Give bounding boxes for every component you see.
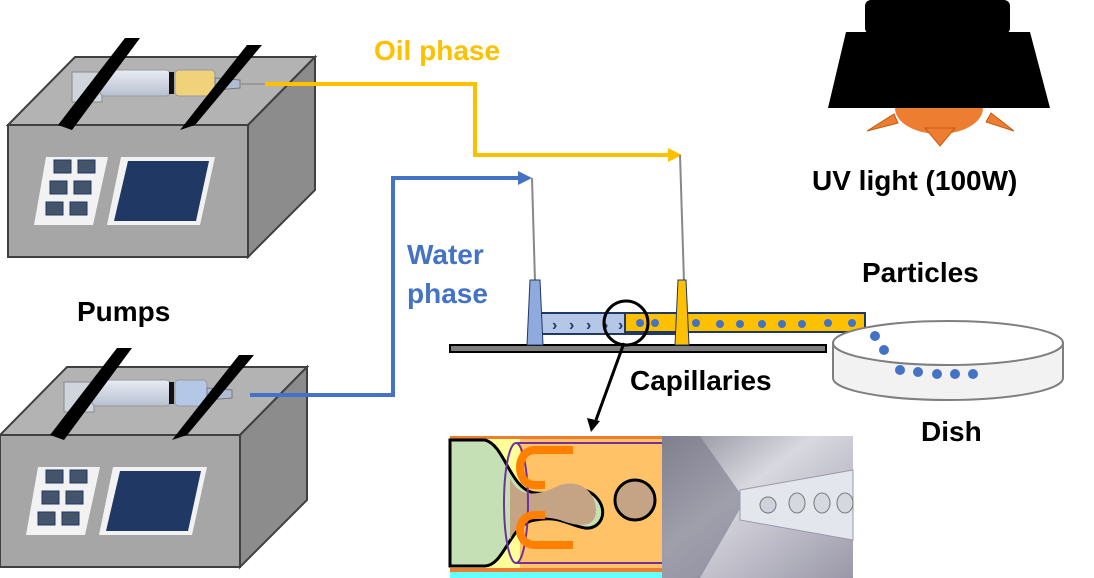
uv-light-label: UV light (100W) (812, 165, 1017, 196)
droplet-generation-schematic (448, 436, 662, 578)
clamp (180, 45, 262, 130)
syringe-oil (71, 69, 268, 103)
water-phase-label-2: phase (407, 278, 488, 309)
microscope-photo (662, 436, 854, 578)
uv-lamp (828, 0, 1050, 147)
svg-text:›: › (569, 317, 574, 334)
clamp (58, 38, 140, 130)
zoom-arrow-icon (587, 418, 600, 432)
uv-rays-icon (866, 112, 1015, 147)
dish (832, 320, 1064, 401)
oil-tubing (265, 82, 668, 157)
oil-pump (5, 38, 318, 260)
oil-phase-label: Oil phase (374, 35, 500, 66)
dish-label: Dish (921, 416, 982, 447)
pump-screen (114, 161, 209, 221)
water-phase-label: Water (407, 239, 484, 270)
oil-arrow-icon (668, 148, 682, 162)
svg-text:›: › (603, 317, 608, 334)
svg-text:›: › (552, 317, 557, 334)
pumps-label: Pumps (77, 296, 170, 327)
zoom-circle (602, 299, 650, 347)
water-tubing (250, 176, 518, 397)
capillary-device: › › › › › (449, 279, 866, 432)
particles-label: Particles (862, 257, 979, 288)
capillaries-label: Capillaries (630, 365, 772, 396)
water-arrow-icon (518, 171, 532, 185)
pump-screen (106, 471, 201, 531)
svg-text:›: › (586, 317, 591, 334)
water-pump (0, 348, 310, 570)
svg-text:›: › (618, 317, 623, 334)
